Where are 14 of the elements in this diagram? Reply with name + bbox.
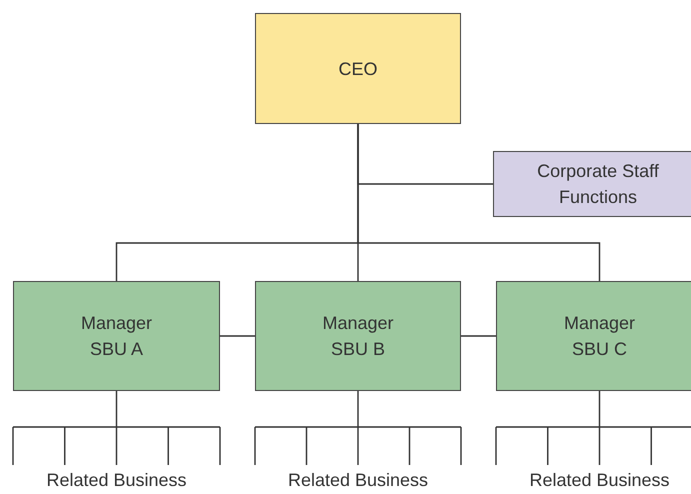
business-label: Related Business bbox=[529, 469, 670, 492]
executive-box: CEO bbox=[255, 13, 461, 124]
manager-box: Manager SBU B bbox=[255, 281, 461, 391]
connector-line bbox=[254, 390, 462, 466]
manager-box: Manager SBU A bbox=[13, 281, 220, 391]
connector-line bbox=[495, 390, 691, 466]
business-label: Related Business bbox=[46, 469, 187, 492]
business-label: Related Business bbox=[288, 469, 428, 492]
connector-line bbox=[12, 390, 221, 466]
manager-box: Manager SBU C bbox=[496, 281, 691, 391]
connector-line bbox=[220, 335, 255, 337]
connector-line bbox=[461, 335, 496, 337]
staff-box: Corporate Staff Functions bbox=[493, 151, 691, 217]
connector-line bbox=[357, 124, 600, 281]
